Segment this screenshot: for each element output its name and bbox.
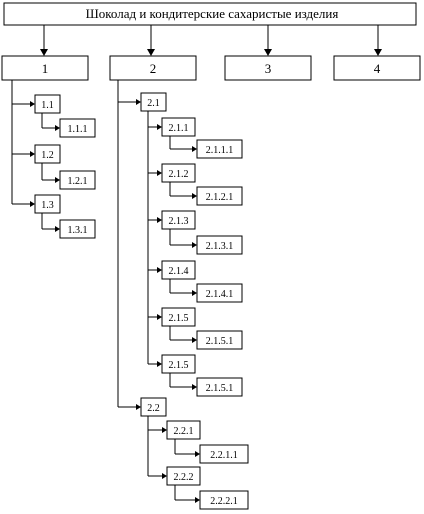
svg-text:2.1.2.1: 2.1.2.1: [206, 192, 234, 203]
svg-text:1.3: 1.3: [41, 200, 54, 211]
node-2-1-1-1: 2.1.1.1: [196, 139, 243, 159]
svg-text:2.2: 2.2: [147, 403, 160, 414]
svg-text:1.2: 1.2: [41, 150, 54, 161]
node-2-1-5-1-a: 2.1.5.1: [196, 330, 243, 350]
svg-text:2.1.5.1: 2.1.5.1: [206, 383, 234, 394]
node-1-3-1: 1.3.1: [59, 219, 96, 239]
svg-text:2: 2: [150, 61, 157, 76]
svg-text:1.3.1: 1.3.1: [68, 225, 88, 236]
node-1-1-1: 1.1.1: [59, 118, 96, 138]
node-2-2-1: 2.2.1: [166, 420, 201, 440]
node-1-1: 1.1: [34, 94, 61, 114]
svg-text:1.1: 1.1: [41, 100, 54, 111]
node-2-2-1-1: 2.2.1.1: [199, 444, 249, 464]
node-2-1-3: 2.1.3: [161, 210, 196, 230]
node-1-3: 1.3: [34, 194, 61, 214]
node-2-1-4: 2.1.4: [161, 260, 196, 280]
node-4: 4: [333, 55, 421, 81]
svg-text:3: 3: [265, 61, 272, 76]
svg-text:2.1.1.1: 2.1.1.1: [206, 145, 234, 156]
title-text: Шоколад и кондитерские сахаристые издели…: [86, 6, 339, 21]
node-2-1-1: 2.1.1: [161, 117, 196, 137]
svg-text:2.1.2: 2.1.2: [169, 169, 189, 180]
node-2-2-2-1: 2.2.2.1: [199, 490, 249, 510]
node-1-2: 1.2: [34, 144, 61, 164]
node-2-1-5-a: 2.1.5: [161, 307, 196, 327]
svg-text:2.1.3: 2.1.3: [169, 216, 189, 227]
node-3: 3: [224, 55, 312, 81]
node-2-1-5-1-b: 2.1.5.1: [196, 377, 243, 397]
node-2-1-5-b: 2.1.5: [161, 354, 196, 374]
svg-text:2.2.1: 2.2.1: [174, 426, 194, 437]
node-1-2-1: 1.2.1: [59, 170, 96, 190]
node-2-1: 2.1: [140, 92, 167, 112]
node-2-2: 2.2: [140, 397, 167, 417]
svg-text:2.1: 2.1: [147, 98, 160, 109]
svg-text:4: 4: [374, 61, 381, 76]
title-node: Шоколад и кондитерские сахаристые издели…: [3, 2, 417, 26]
svg-text:2.1.1: 2.1.1: [169, 123, 189, 134]
node-2-1-2: 2.1.2: [161, 163, 196, 183]
svg-text:2.2.2: 2.2.2: [174, 472, 194, 483]
svg-text:2.1.5.1: 2.1.5.1: [206, 336, 234, 347]
svg-text:2.1.4.1: 2.1.4.1: [206, 289, 234, 300]
svg-text:1.1.1: 1.1.1: [68, 124, 88, 135]
node-2: 2: [109, 55, 197, 81]
svg-text:2.1.5: 2.1.5: [169, 313, 189, 324]
node-2-2-2: 2.2.2: [166, 466, 201, 486]
node-2-1-2-1: 2.1.2.1: [196, 186, 243, 206]
svg-text:2.2.1.1: 2.2.1.1: [210, 450, 238, 461]
svg-text:2.1.5: 2.1.5: [169, 360, 189, 371]
node-2-1-4-1: 2.1.4.1: [196, 283, 243, 303]
svg-text:1: 1: [42, 61, 49, 76]
svg-text:2.1.4: 2.1.4: [169, 266, 189, 277]
branch-1-connectors: [11, 80, 60, 232]
svg-text:1.2.1: 1.2.1: [68, 176, 88, 187]
node-1: 1: [1, 55, 89, 81]
svg-text:2.1.3.1: 2.1.3.1: [206, 241, 234, 252]
branch-2-connectors: [117, 80, 200, 503]
svg-text:2.2.2.1: 2.2.2.1: [210, 496, 238, 507]
top-arrows: [40, 25, 382, 56]
node-2-1-3-1: 2.1.3.1: [196, 235, 243, 255]
